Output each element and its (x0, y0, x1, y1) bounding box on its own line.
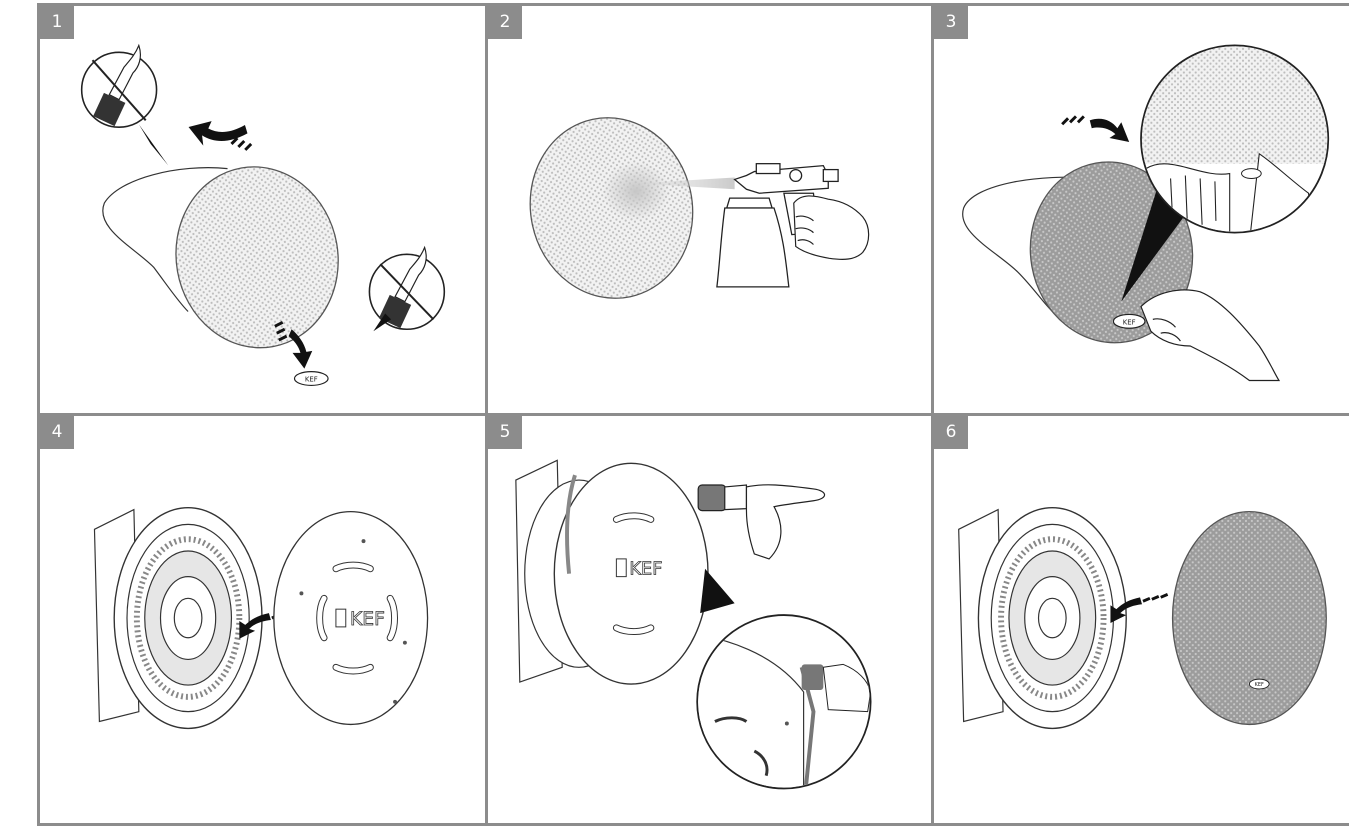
svg-text:KEF: KEF (1255, 682, 1264, 688)
hand (1141, 290, 1279, 381)
step-number-badge: 1 (40, 6, 74, 39)
grille: KEF (1173, 512, 1327, 725)
step-6-illustration: KEF (934, 416, 1349, 823)
hand (698, 485, 824, 559)
no-brush-icon (82, 45, 169, 165)
step-4-illustration: KEF (40, 416, 485, 823)
grille-back-plate: KEF (274, 512, 428, 725)
kef-logo-badge: KEF (1113, 314, 1145, 328)
magnifier-callout (685, 569, 870, 810)
step-3-panel: KEF 3 (931, 3, 1349, 416)
step-number-badge: 2 (488, 6, 522, 39)
step-1-panel: KEF 1 (37, 3, 488, 416)
step-5-illustration: KEF (488, 416, 931, 823)
step-2-illustration (488, 6, 931, 413)
kef-logo-badge: KEF (295, 372, 329, 386)
step-number-badge: 5 (488, 416, 522, 449)
step-2-panel: 2 (485, 3, 934, 416)
curved-arrow-icon (186, 115, 251, 152)
step-3-illustration: KEF (934, 6, 1349, 413)
svg-text:KEF: KEF (1123, 318, 1136, 326)
step-4-panel: KEF 4 (37, 413, 488, 826)
hand (794, 196, 869, 259)
svg-text:KEF: KEF (305, 375, 318, 383)
svg-text:KEF: KEF (629, 560, 662, 580)
step-1-illustration: KEF (40, 6, 485, 413)
step-5-panel: KEF 5 (485, 413, 934, 826)
step-number-badge: 3 (934, 6, 968, 39)
speaker-unit (94, 508, 262, 729)
svg-text:KEF: KEF (350, 609, 385, 630)
curved-arrow-icon (1062, 116, 1129, 142)
step-6-panel: KEF 6 (931, 413, 1349, 826)
grille-back-plate: KEF (554, 463, 708, 684)
no-brush-icon-2 (369, 247, 444, 331)
step-number-badge: 4 (40, 416, 74, 449)
step-number-badge: 6 (934, 416, 968, 449)
speaker-unit (959, 508, 1127, 729)
